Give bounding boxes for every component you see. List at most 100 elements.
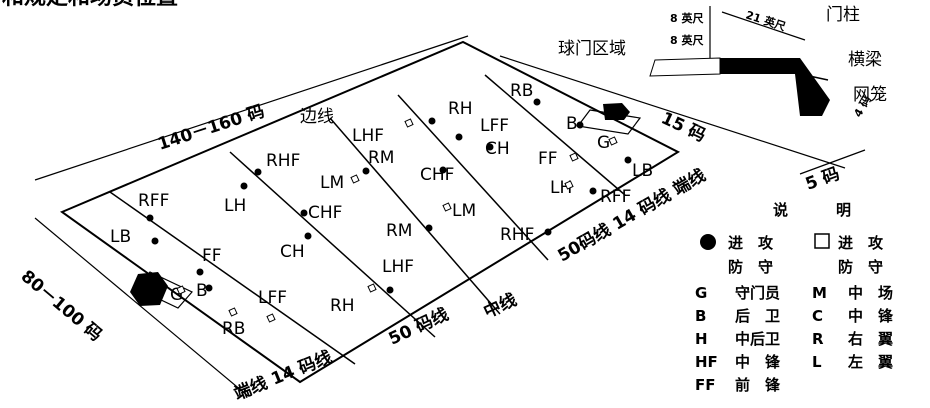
legend-row-3-col-0: HF (695, 353, 718, 371)
player-label-g-top: G (597, 133, 610, 153)
defend-marker-lm-mid (442, 202, 452, 212)
player-label-rb-bottom: RB (222, 319, 245, 339)
attack-marker-rhf-mid (544, 228, 552, 236)
legend-defend: 防 守 (728, 258, 773, 276)
legend-row-2-col-1: 中后卫 (735, 330, 780, 348)
line-50-left (229, 151, 436, 338)
player-label-lm-mid: LM (452, 201, 476, 221)
legend-row-0-col-0: G (695, 284, 707, 302)
cage-label: 网笼 (853, 85, 887, 105)
legend-row-3-col-3: 左 翼 (847, 353, 893, 371)
attack-marker-rff-left (146, 214, 154, 222)
field-outline (59, 40, 681, 384)
legend-row-0-col-1: 守门员 (735, 284, 780, 302)
legend-row-1-col-0: B (695, 307, 706, 325)
legend-row-1-col-1: 后 卫 (735, 307, 780, 325)
legend-row-2-col-0: H (695, 330, 708, 348)
defend-marker-g-left (176, 285, 186, 295)
legend-defend2: 防 守 (838, 258, 883, 276)
attack-marker-ch-top (486, 143, 494, 151)
player-label-lb-top: LB (632, 161, 653, 181)
player-label-rff-left: RFF (138, 191, 169, 211)
legend-title-b: 明 (836, 201, 851, 219)
dist15-label: 15 码 (658, 108, 709, 146)
player-label-ff-top: FF (538, 149, 558, 169)
legend-row-1-col-3: 中 锋 (848, 307, 894, 325)
dist5-dim-line (799, 149, 866, 175)
player-label-lh-left: LH (224, 196, 246, 216)
attack-marker-rb-top (533, 98, 541, 106)
length-label: 140－160 码 (155, 101, 267, 154)
attack-marker-lb-top (624, 156, 632, 164)
attack-marker-lh-left (240, 182, 248, 190)
sideline-label: 边线 (300, 107, 334, 127)
player-label-rm-top: RM (368, 148, 394, 168)
player-label-lm-top: LM (320, 173, 344, 193)
player-label-b-top: B (566, 114, 578, 134)
attack-marker-chf-left (300, 209, 308, 217)
depth-label: 8 英尺 (670, 33, 703, 47)
right-goal-crease (576, 109, 642, 135)
legend-attack2: 进 攻 (838, 234, 884, 252)
attack-marker-ff-left (196, 268, 204, 276)
attack-marker-lb-left (151, 237, 159, 245)
defend-marker-lhf-top (404, 118, 414, 128)
player-label-rhf-left: RHF (266, 151, 300, 171)
line-14yd-right (484, 74, 626, 196)
goal-detail-edge (799, 73, 829, 81)
post-label: 门柱 (826, 5, 860, 25)
legend-attack: 进 攻 (728, 234, 774, 252)
width-dim (721, 11, 806, 41)
goal-area-box (649, 57, 721, 77)
player-label-ch-left: CH (280, 242, 305, 262)
player-label-lff-top: LFF (480, 116, 509, 136)
line-50-right (397, 94, 549, 261)
attack-marker-rff-right (589, 187, 597, 195)
legend-row-2-col-2: R (812, 330, 824, 348)
goal-area-label: 球门区域 (558, 39, 626, 59)
goal-detail (720, 58, 830, 116)
player-label-lb-left: LB (110, 227, 131, 247)
width-label: 80－100 码 (17, 267, 106, 346)
defend-square-icon (814, 233, 830, 249)
attack-dot-icon (700, 234, 716, 250)
player-label-rh-bottom: RH (330, 296, 355, 316)
defend-marker-rh-bottom (367, 283, 377, 293)
player-label-rh-top: RH (448, 99, 473, 119)
legend-row-2-col-3: 右 翼 (848, 330, 893, 348)
center-line-label: 中线 (480, 289, 520, 322)
endline-bottom: 端线 14 码线 (231, 346, 335, 404)
cut-title: 和规定和场员位置 (2, 0, 178, 10)
defend-marker-lm-top (350, 174, 360, 184)
player-label-rhf-mid: RHF (500, 225, 534, 245)
defend-marker-g-top (608, 136, 618, 146)
defend-marker-rb-bottom (228, 307, 238, 317)
player-label-lhf-bottom: LHF (382, 257, 414, 277)
legend-row-1-col-2: C (812, 307, 823, 325)
legend-row-3-col-1: 中 锋 (735, 353, 781, 371)
player-label-ff-left: FF (202, 246, 222, 266)
legend-row-0-col-3: 中 场 (848, 284, 893, 302)
left-goal-cage (130, 272, 168, 306)
player-label-lff-bottom: LFF (258, 288, 287, 308)
legend-row-3-col-2: L (812, 353, 822, 371)
attack-marker-lhf-bottom (386, 286, 394, 294)
defend-marker-lff-bottom (266, 313, 276, 323)
player-label-chf-top: CHF (420, 165, 454, 185)
defend-marker-lh-right (564, 180, 574, 190)
attack-marker-rh-top (428, 117, 436, 125)
attack-marker-lff-top (455, 133, 463, 141)
attack-marker-rhf-left (254, 168, 262, 176)
length-dim-line (34, 35, 469, 181)
attack-marker-ch-left (304, 232, 312, 240)
dist15-dim-line (499, 55, 846, 169)
player-label-b-left: B (196, 281, 208, 301)
player-label-chf-left: CHF (308, 203, 342, 223)
width-dim-line (34, 217, 249, 397)
width-label-goal: 21 英尺 (744, 8, 787, 34)
attack-marker-chf-top (439, 166, 447, 174)
legend-row-4-col-1: 前 锋 (735, 376, 781, 394)
